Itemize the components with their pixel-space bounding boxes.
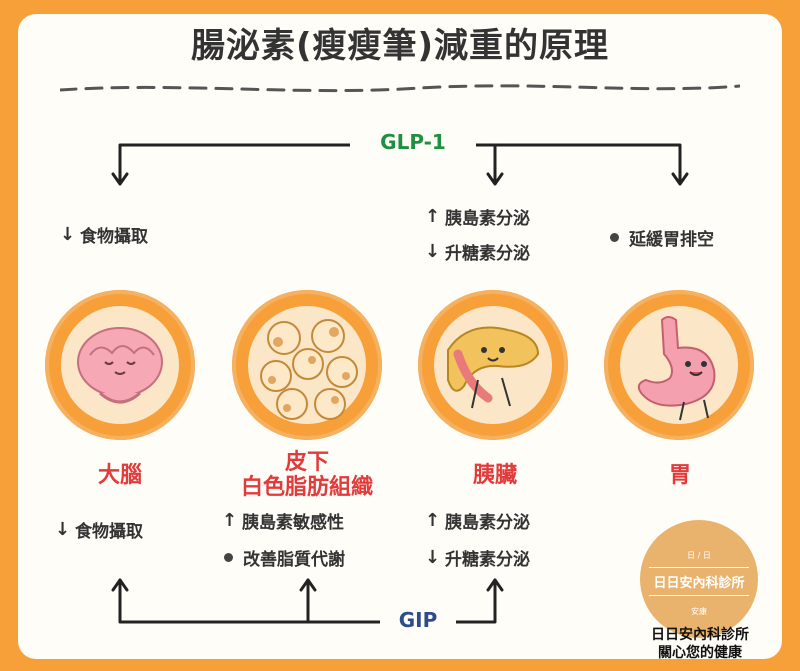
gip-brain-effects: ↓食物攝取 bbox=[55, 517, 143, 542]
effect-text: 胰島素敏感性 bbox=[242, 513, 344, 533]
glp-brain-effects: ↓食物攝取 bbox=[60, 222, 148, 247]
clinic-name: 日日安內科診所 bbox=[651, 627, 749, 643]
gip-pancreas-effects: ↑胰島素分泌 ↓升糖素分泌 bbox=[425, 508, 530, 570]
effect-item: ↑胰島素敏感性 bbox=[222, 508, 345, 533]
effect-item: ↓升糖素分泌 bbox=[425, 239, 530, 264]
glp-stomach-effects: 延緩胃排空 bbox=[608, 225, 714, 250]
glp1-label: GLP-1 bbox=[350, 130, 476, 154]
organ-name-fat: 皮下 白色脂肪組織 bbox=[240, 450, 373, 500]
pancreas-circle bbox=[418, 290, 568, 440]
effect-item: ↑胰島素分泌 bbox=[425, 508, 530, 533]
up-arrow-icon: ↑ bbox=[425, 510, 441, 531]
down-arrow-icon: ↓ bbox=[425, 241, 441, 262]
bullet-icon bbox=[610, 233, 619, 242]
clinic-logo-badge: 日 / 日 日日安內科診所 安康 bbox=[640, 520, 758, 638]
dashed-divider bbox=[60, 84, 740, 93]
effect-text: 升糖素分泌 bbox=[445, 244, 530, 264]
brain-icon bbox=[77, 327, 163, 404]
up-arrow-icon: ↑ bbox=[425, 206, 441, 227]
bullet-icon bbox=[224, 553, 233, 562]
badge-name: 日日安內科診所 bbox=[649, 567, 749, 596]
effect-text: 升糖素分泌 bbox=[445, 550, 530, 570]
fat-cells-icon bbox=[260, 319, 358, 420]
organ-name-brain: 大腦 bbox=[97, 463, 142, 488]
effect-text: 食物攝取 bbox=[75, 522, 143, 542]
effect-item: ↓食物攝取 bbox=[60, 222, 148, 247]
badge-small-text: 日 / 日 bbox=[687, 551, 711, 560]
down-arrow-icon: ↓ bbox=[60, 224, 76, 245]
effect-text: 胰島素分泌 bbox=[445, 513, 530, 533]
stomach-circle bbox=[604, 290, 754, 440]
brain-circle bbox=[45, 290, 195, 440]
badge-sub-text: 安康 bbox=[691, 607, 707, 616]
down-arrow-icon: ↓ bbox=[55, 519, 71, 540]
effect-text: 改善脂質代謝 bbox=[243, 550, 345, 570]
fat-circle bbox=[232, 290, 382, 440]
clinic-caption: 日日安內科診所 關心您的健康 bbox=[610, 626, 790, 662]
down-arrow-icon: ↓ bbox=[425, 547, 441, 568]
page-title: 腸泌素(瘦瘦筆)減重的原理 bbox=[190, 26, 610, 66]
effect-text: 胰島素分泌 bbox=[445, 209, 530, 229]
glp-pancreas-effects: ↑胰島素分泌 ↓升糖素分泌 bbox=[425, 204, 530, 264]
effect-text: 食物攝取 bbox=[80, 227, 148, 247]
effect-item: 延緩胃排空 bbox=[608, 225, 714, 250]
stomach-icon bbox=[637, 316, 716, 421]
effect-item: ↓食物攝取 bbox=[55, 517, 143, 542]
pancreas-icon bbox=[447, 326, 540, 409]
effect-item: ↑胰島素分泌 bbox=[425, 204, 530, 229]
effect-item: 改善脂質代謝 bbox=[222, 545, 345, 570]
organ-name-pancreas: 胰臟 bbox=[472, 463, 517, 488]
organ-name-stomach: 胃 bbox=[668, 463, 691, 488]
effect-text: 延緩胃排空 bbox=[629, 230, 714, 250]
effect-item: ↓升糖素分泌 bbox=[425, 545, 530, 570]
up-arrow-icon: ↑ bbox=[222, 510, 238, 531]
clinic-slogan: 關心您的健康 bbox=[658, 645, 742, 661]
gip-fat-effects: ↑胰島素敏感性 改善脂質代謝 bbox=[222, 508, 345, 570]
gip-label: GIP bbox=[380, 608, 456, 632]
